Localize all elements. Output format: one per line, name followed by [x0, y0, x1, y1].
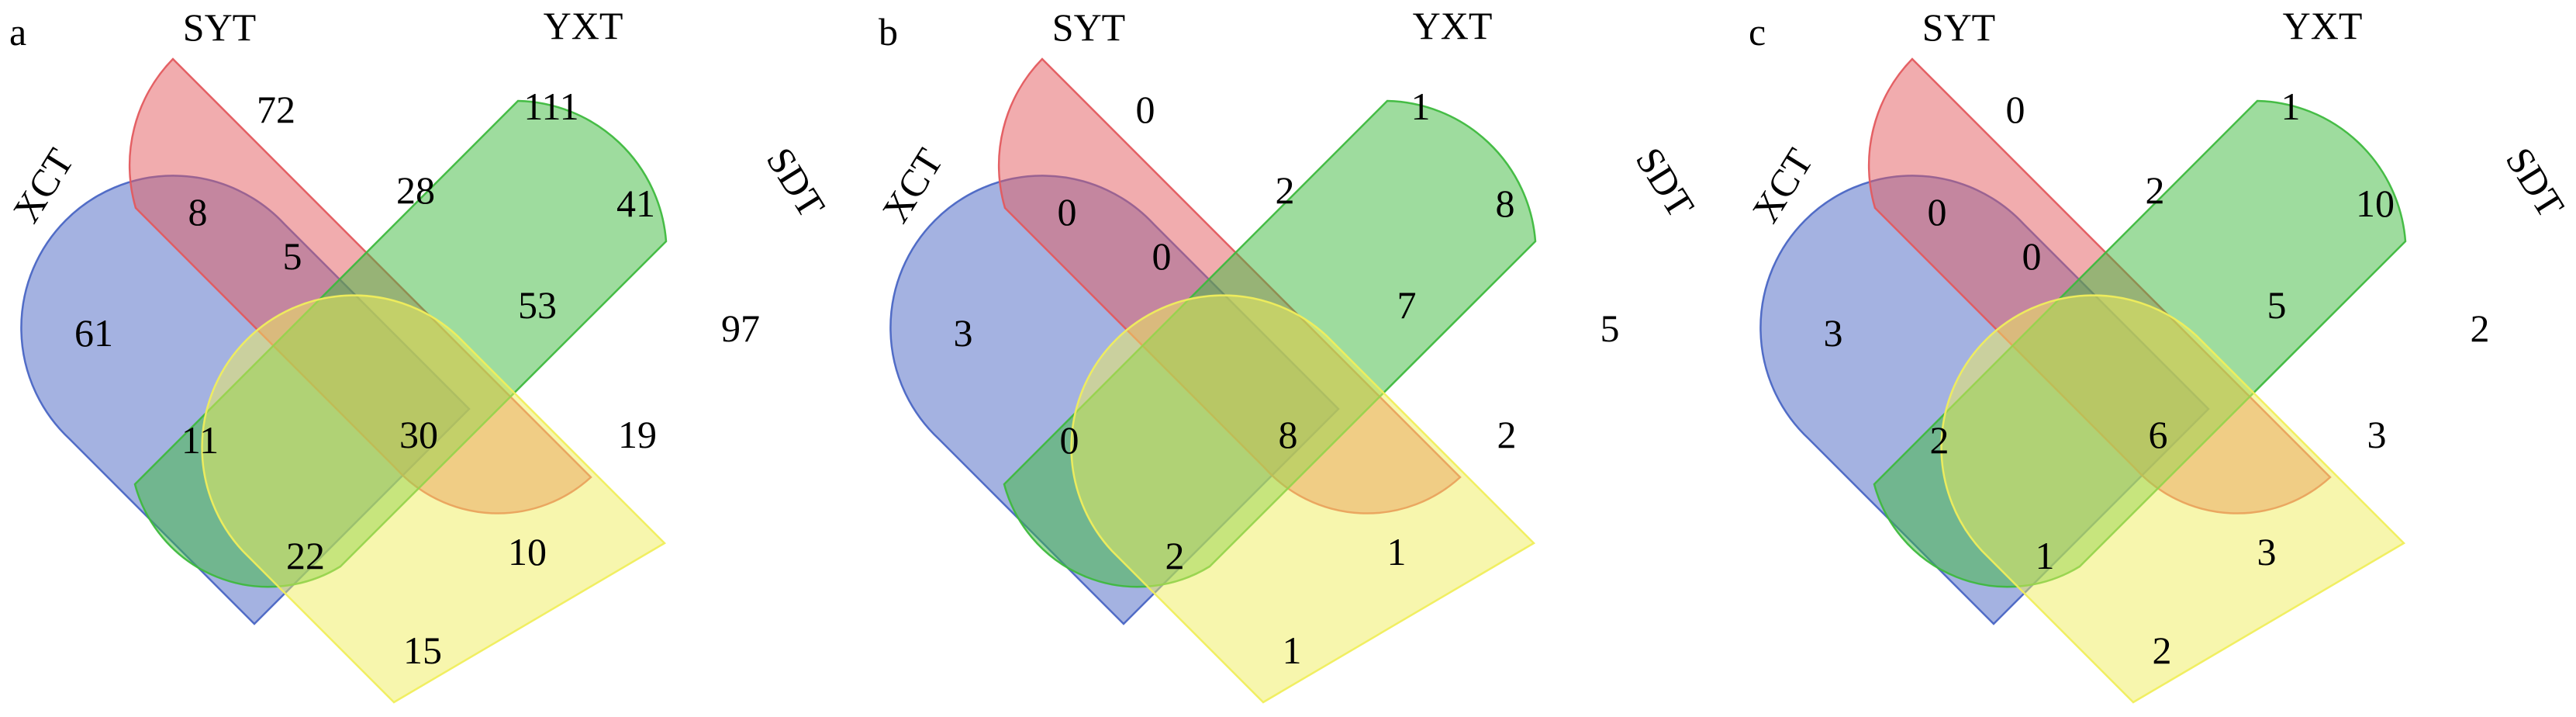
count-syt-yxt-sdt: 5	[2267, 283, 2287, 327]
count-syt-sdt: 19	[618, 413, 657, 456]
count-xct-syt-yxt: 0	[1152, 234, 1172, 278]
panel-label: c	[1749, 10, 1766, 54]
count-xct-syt-sdt: 3	[2257, 530, 2277, 573]
set-label-syt: SYT	[183, 5, 256, 49]
count-syt-only: 72	[257, 88, 295, 131]
count-all: 30	[399, 413, 438, 456]
count-syt-only: 0	[1136, 88, 1155, 131]
set-label-yxt: YXT	[2283, 4, 2363, 47]
count-yxt-only: 1	[1411, 85, 1431, 128]
panel-label: a	[9, 10, 26, 54]
count-yxt-sdt: 41	[616, 182, 655, 225]
set-sdt-shape	[1940, 294, 2406, 704]
count-xct-syt: 0	[1058, 190, 1077, 234]
count-xct-yxt: 2	[1930, 418, 1949, 462]
count-yxt-sdt: 8	[1496, 182, 1515, 225]
count-syt-sdt: 2	[1497, 413, 1517, 456]
count-yxt-sdt: 10	[2356, 182, 2395, 225]
set-label-syt: SYT	[1922, 5, 1995, 49]
venn-panel-c: c XCT SYT YXT SDT 0 1 3 2 0 2 10 0 5 2 6…	[1743, 4, 2574, 704]
count-syt-yxt: 2	[1276, 168, 1295, 212]
count-xct-yxt-sdt: 22	[286, 534, 325, 577]
set-label-yxt: YXT	[544, 4, 623, 47]
count-yxt-only: 1	[2281, 85, 2301, 128]
count-xct-only: 3	[954, 311, 973, 355]
count-syt-sdt: 3	[2367, 413, 2387, 456]
count-yxt-only: 111	[523, 85, 578, 128]
count-syt-yxt: 28	[396, 168, 435, 212]
count-xct-syt-sdt: 10	[508, 530, 547, 573]
set-label-sdt: SDT	[1628, 140, 1704, 225]
count-xct-yxt-sdt: 1	[2036, 534, 2055, 577]
count-sdt-only: 97	[721, 307, 760, 350]
count-syt-yxt-sdt: 7	[1397, 283, 1417, 327]
count-xct-syt: 0	[1928, 190, 1947, 234]
set-label-sdt: SDT	[2498, 140, 2574, 225]
count-syt-only: 0	[2006, 88, 2025, 131]
count-xct-only: 3	[1824, 311, 1843, 355]
venn-panel-a: a XCT SYT YXT SDT 72 111 61 97 8 28 41 5…	[4, 4, 834, 704]
count-xct-only: 61	[74, 311, 113, 355]
panel-label: b	[879, 10, 898, 54]
count-xct-sdt: 2	[2153, 629, 2172, 672]
venn-panel-b: b XCT SYT YXT SDT 0 1 3 5 0 2 8 0 7 0 8 …	[873, 4, 1704, 704]
count-xct-syt-yxt: 5	[283, 234, 302, 278]
count-all: 8	[1279, 413, 1298, 456]
count-xct-yxt: 11	[181, 418, 219, 462]
count-all: 6	[2149, 413, 2168, 456]
set-label-sdt: SDT	[758, 140, 834, 225]
set-sdt-shape	[201, 294, 667, 704]
count-xct-syt-sdt: 1	[1387, 530, 1407, 573]
count-syt-yxt: 2	[2146, 168, 2165, 212]
count-xct-sdt: 1	[1283, 629, 1302, 672]
set-label-yxt: YXT	[1413, 4, 1493, 47]
count-xct-yxt-sdt: 2	[1165, 534, 1185, 577]
count-sdt-only: 2	[2471, 307, 2490, 350]
set-label-syt: SYT	[1052, 5, 1125, 49]
count-xct-syt-yxt: 0	[2022, 234, 2042, 278]
count-xct-sdt: 15	[403, 629, 442, 672]
set-sdt-shape	[1070, 294, 1536, 704]
count-xct-yxt: 0	[1060, 418, 1079, 462]
count-xct-syt: 8	[188, 190, 208, 234]
count-syt-yxt-sdt: 53	[518, 283, 557, 327]
count-sdt-only: 5	[1601, 307, 1620, 350]
